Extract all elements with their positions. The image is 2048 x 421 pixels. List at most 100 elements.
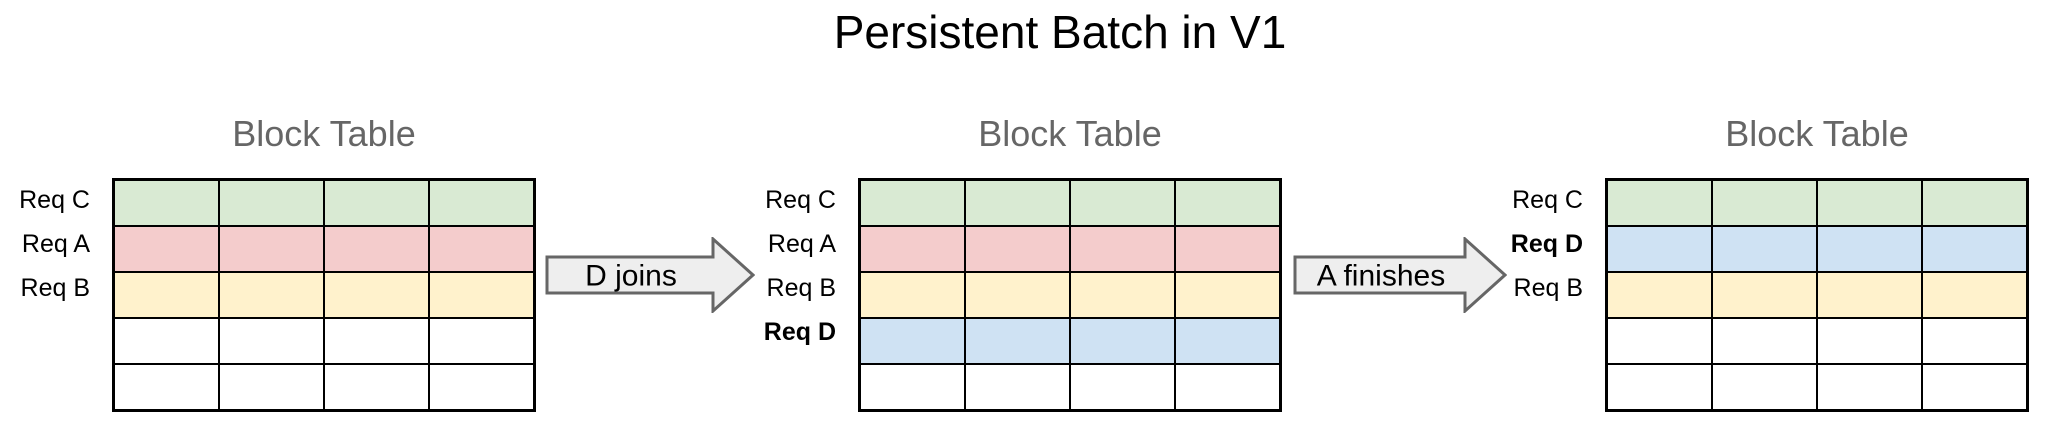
arrow-right-icon	[1293, 237, 1507, 313]
block-cell	[112, 225, 220, 273]
block-cell	[1815, 317, 1924, 365]
block-cell	[1921, 363, 2029, 412]
row-label-empty	[1413, 310, 1583, 354]
block-table	[858, 178, 1282, 412]
block-cell	[1605, 317, 1713, 365]
block-cell	[1068, 317, 1177, 365]
table-row	[112, 363, 536, 412]
table-row	[858, 271, 1282, 319]
block-cell	[1921, 317, 2029, 365]
block-cell	[1068, 363, 1177, 412]
block-cell	[963, 225, 1072, 273]
block-cell	[1710, 225, 1819, 273]
table-row	[112, 225, 536, 273]
block-cell	[858, 225, 966, 273]
block-cell	[1710, 317, 1819, 365]
block-grid	[112, 178, 536, 412]
block-cell	[217, 271, 326, 319]
block-cell	[112, 363, 220, 412]
block-cell	[428, 225, 536, 273]
block-cell	[322, 178, 431, 227]
block-cell	[217, 225, 326, 273]
block-cell	[1710, 271, 1819, 319]
block-cell	[1815, 178, 1924, 227]
row-label-empty	[666, 354, 836, 398]
row-labels: Req C Req A Req B	[0, 178, 112, 398]
block-table	[112, 178, 536, 412]
block-cell	[322, 271, 431, 319]
table-row	[858, 178, 1282, 227]
block-cell	[1174, 178, 1282, 227]
row-label: Req A	[21, 230, 90, 258]
block-cell	[1068, 178, 1177, 227]
row-label: Req B	[20, 274, 90, 302]
a-finishes-arrow: A finishes	[1293, 237, 1507, 313]
block-cell	[428, 317, 536, 365]
block-cell	[1605, 363, 1713, 412]
block-cell	[1815, 271, 1924, 319]
row-label: Req B	[766, 274, 836, 302]
row-labels: Req C Req D Req B	[1413, 178, 1605, 398]
table-row	[1605, 225, 2029, 273]
block-cell	[112, 271, 220, 319]
table-row	[112, 317, 536, 365]
block-cell	[963, 363, 1072, 412]
table-row	[1605, 271, 2029, 319]
block-cell	[112, 317, 220, 365]
block-table	[1605, 178, 2029, 412]
block-cell	[1815, 225, 1924, 273]
row-label: Req D	[763, 318, 836, 346]
block-cell	[1068, 225, 1177, 273]
row-label-empty	[0, 310, 90, 354]
block-cell	[963, 317, 1072, 365]
row-label: Req D	[1510, 230, 1583, 258]
block-grid	[1605, 178, 2029, 412]
block-cell	[1068, 271, 1177, 319]
block-cell	[217, 363, 326, 412]
block-cell	[1174, 317, 1282, 365]
block-cell	[1605, 271, 1713, 319]
table-row	[1605, 178, 2029, 227]
row-labels: Req C Req A Req B Req D	[666, 178, 858, 398]
block-cell	[1710, 363, 1819, 412]
table-row	[112, 178, 536, 227]
block-cell	[1710, 178, 1819, 227]
block-cell	[1921, 178, 2029, 227]
row-label-empty	[1413, 354, 1583, 398]
block-grid	[858, 178, 1282, 412]
table-row	[1605, 317, 2029, 365]
table-row	[1605, 363, 2029, 412]
block-cell	[322, 363, 431, 412]
block-cell	[858, 271, 966, 319]
block-cell	[1815, 363, 1924, 412]
block-cell	[858, 317, 966, 365]
row-label: Req B	[1513, 274, 1583, 302]
block-cell	[963, 271, 1072, 319]
row-label-empty	[0, 354, 90, 398]
block-table-group-3: Block Table Req C Req D Req B	[1511, 113, 2029, 412]
row-label: Req C	[19, 186, 90, 214]
block-cell	[1921, 271, 2029, 319]
block-cell	[428, 178, 536, 227]
row-label: Req A	[767, 230, 836, 258]
block-cell	[428, 271, 536, 319]
table-row	[112, 271, 536, 319]
block-cell	[1174, 363, 1282, 412]
row-label: Req C	[765, 186, 836, 214]
block-cell	[112, 178, 220, 227]
block-cell	[428, 363, 536, 412]
arrow-label: A finishes	[1317, 260, 1445, 293]
block-cell	[322, 317, 431, 365]
row-label: Req C	[1512, 186, 1583, 214]
arrow-right-icon	[545, 237, 755, 313]
block-cell	[1174, 225, 1282, 273]
arrow-label: D joins	[585, 260, 677, 293]
block-cell	[858, 178, 966, 227]
table-row	[858, 317, 1282, 365]
block-cell	[963, 178, 1072, 227]
block-cell	[1605, 178, 1713, 227]
block-cell	[1921, 225, 2029, 273]
block-table-title: Block Table	[1725, 113, 1909, 154]
